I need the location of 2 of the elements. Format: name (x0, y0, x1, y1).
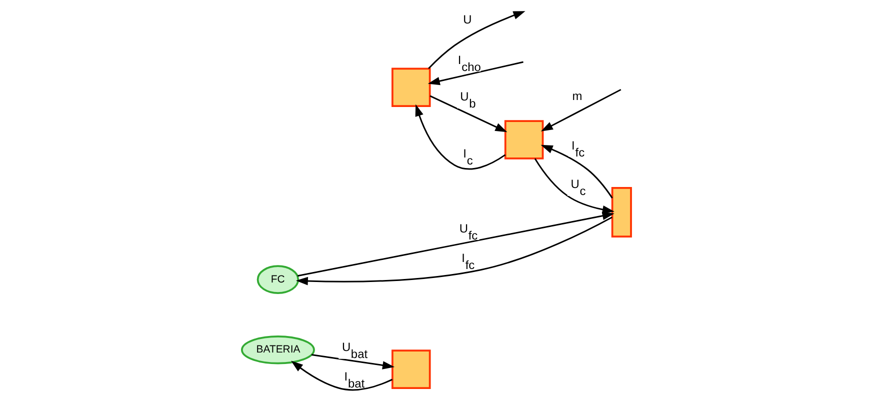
edge-label: U (463, 12, 472, 27)
edge-label: m (572, 88, 582, 103)
